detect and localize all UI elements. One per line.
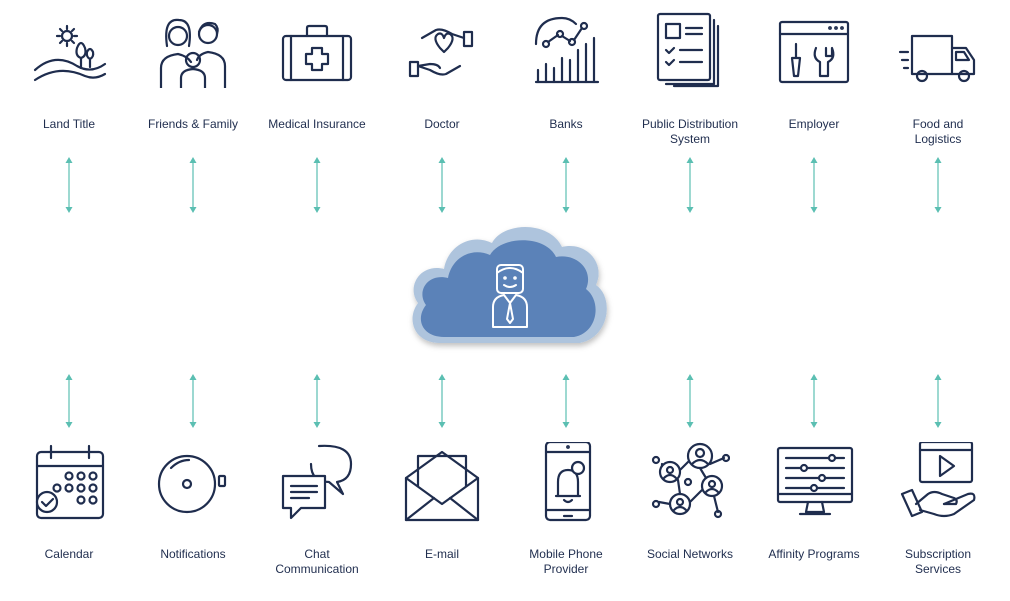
top-connector-arrow (65, 157, 73, 213)
document-checklist-icon (656, 12, 720, 88)
node-label: Friends & Family (147, 117, 239, 131)
tools-window-icon (778, 20, 850, 84)
medical-kit-icon (281, 24, 353, 82)
bottom-connector-arrow (686, 374, 694, 428)
node-label: Affinity Programs (768, 547, 860, 561)
mobile-notification-icon (544, 442, 592, 522)
node-label: Land Title (42, 117, 96, 131)
calendar-icon (35, 444, 105, 520)
node-label: Medical Insurance (268, 117, 366, 131)
chat-bubbles-icon (281, 444, 353, 520)
top-connector-arrow (562, 157, 570, 213)
network-icon (651, 442, 730, 519)
node-label: Notifications (160, 547, 226, 561)
top-connector-arrow (686, 157, 694, 213)
node-label: Food and Logistics (912, 117, 964, 146)
node-label: Employer (788, 117, 840, 131)
top-connector-arrow (189, 157, 197, 213)
node-label: Chat Communication (275, 547, 359, 576)
top-connector-arrow (438, 157, 446, 213)
top-connector-arrow (810, 157, 818, 213)
truck-icon (898, 34, 976, 83)
person-icon (492, 264, 528, 328)
bottom-connector-arrow (189, 374, 197, 428)
top-connector-arrow (313, 157, 321, 213)
node-label: Doctor (424, 117, 460, 131)
node-label: E-mail (424, 547, 459, 561)
bottom-connector-arrow (562, 374, 570, 428)
node-label: Calendar (44, 547, 94, 561)
family-icon (159, 18, 227, 88)
hand-play-icon (900, 442, 976, 518)
growth-chart-icon (534, 16, 600, 84)
bottom-connector-arrow (934, 374, 942, 428)
node-label: Subscription Services (904, 547, 972, 576)
bottom-connector-arrow (438, 374, 446, 428)
bottom-connector-arrow (65, 374, 73, 428)
bell-icon (157, 454, 227, 514)
central-cloud (412, 226, 607, 343)
heart-hands-icon (408, 28, 474, 78)
node-label: Social Networks (646, 547, 734, 561)
node-label: Mobile Phone Provider (529, 547, 603, 576)
bottom-connector-arrow (313, 374, 321, 428)
landscape-icon (33, 24, 107, 82)
top-connector-arrow (934, 157, 942, 213)
envelope-icon (404, 450, 480, 522)
monitor-sliders-icon (776, 446, 854, 516)
node-label: Banks (549, 117, 583, 131)
node-label: Public Distribution System (641, 117, 739, 146)
bottom-connector-arrow (810, 374, 818, 428)
